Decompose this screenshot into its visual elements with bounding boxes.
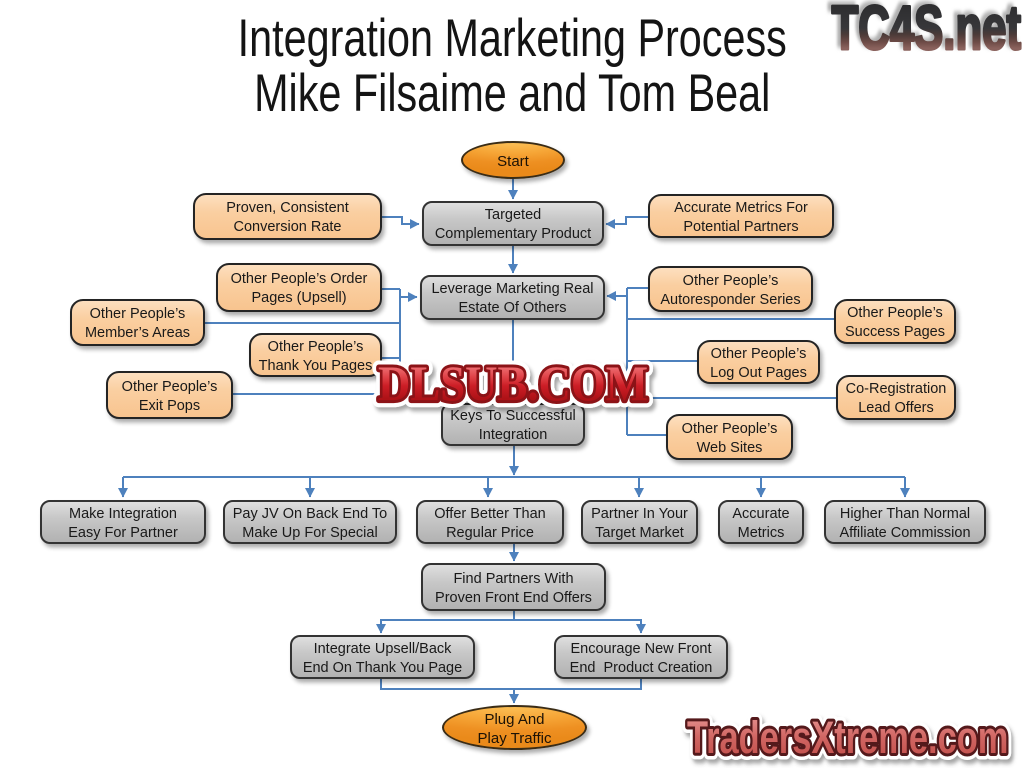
svg-text:TradersXtreme.com: TradersXtreme.com bbox=[687, 714, 1008, 763]
svg-text:DLSUB.COM: DLSUB.COM bbox=[378, 357, 648, 412]
svg-text:TradersXtreme.com: TradersXtreme.com bbox=[687, 714, 1008, 763]
svg-text:TradersXtreme.com: TradersXtreme.com bbox=[687, 714, 1008, 763]
svg-text:TC4S.net: TC4S.net bbox=[832, 0, 1022, 63]
svg-text:DLSUB.COM: DLSUB.COM bbox=[378, 357, 648, 412]
svg-text:TC4S.net: TC4S.net bbox=[828, 0, 1018, 60]
svg-text:DLSUB.COM: DLSUB.COM bbox=[378, 357, 648, 412]
